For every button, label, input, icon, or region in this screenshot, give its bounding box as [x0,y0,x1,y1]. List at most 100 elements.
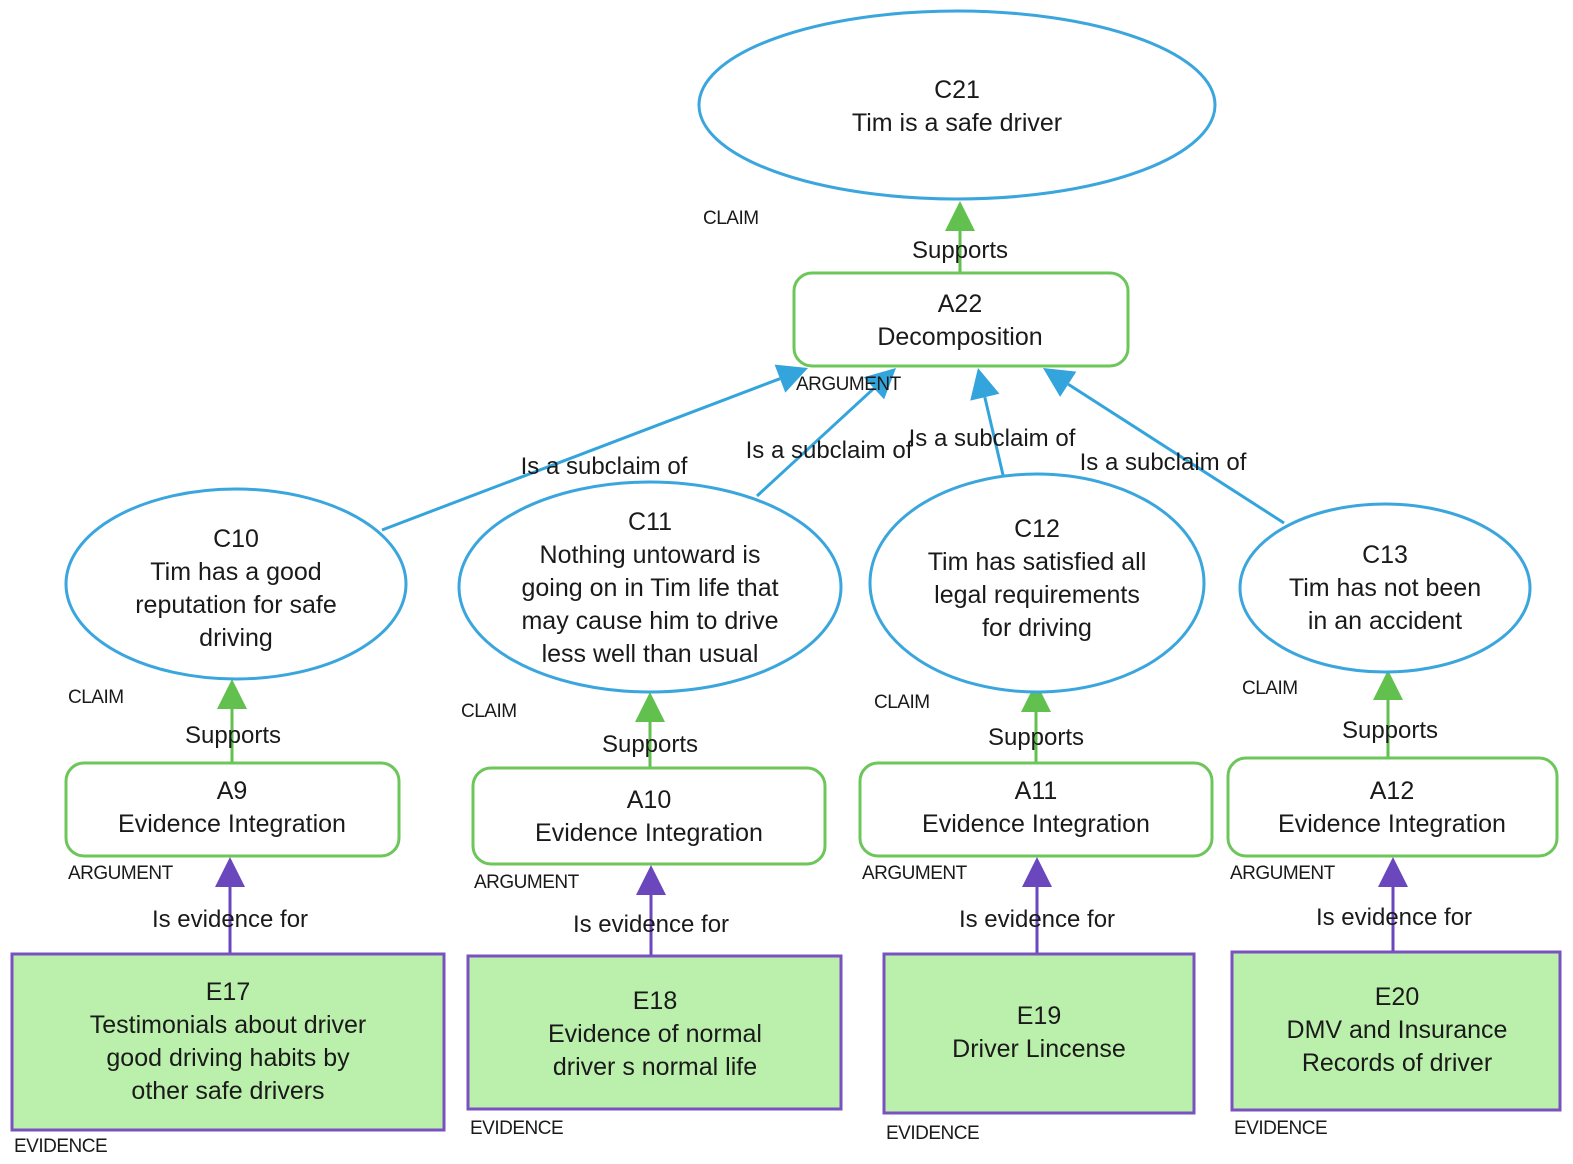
evidence-type-label: EVIDENCE [470,1118,563,1139]
node-description-line: good driving habits by [106,1044,350,1072]
edge-A10-C11[interactable] [635,692,665,768]
edge-label-supports: Supports [988,724,1084,751]
node-description-line: in an accident [1308,607,1462,635]
edge-line [1067,382,1285,525]
node-description-line: Tim has satisfied all [928,548,1147,576]
node-description-line: Records of driver [1302,1049,1492,1077]
claim-ellipse [868,472,1206,694]
edge-label-subclaim: Is a subclaim of [1080,449,1247,476]
node-description-line: Nothing untoward is [540,541,761,569]
node-id: C21 [934,76,980,104]
edge-A12-C13[interactable] [1373,670,1403,758]
edge-line [755,387,875,498]
edge-label-supports: Supports [912,237,1008,264]
node-description-line: may cause him to drive [521,607,778,635]
arrowhead-icon [970,368,1000,401]
arrowhead-icon [863,368,896,400]
arrowhead-icon [635,692,665,722]
edge-E17-A9[interactable] [215,857,245,954]
node-id: A22 [938,290,982,318]
edge-label-evidence-for: Is evidence for [573,911,729,938]
edge-E20-A12[interactable] [1378,857,1408,952]
claim-ellipse [697,9,1217,201]
edge-label-supports: Supports [185,722,281,749]
node-description-line: driving [199,624,273,652]
node-id: E18 [633,987,677,1015]
argument-box [64,761,401,858]
node-id: C10 [213,525,259,553]
edge-A9-C10[interactable] [217,679,247,763]
node-description-line: Tim is a safe driver [852,109,1062,137]
edge-label-evidence-for: Is evidence for [152,906,308,933]
node-id: A10 [627,786,671,814]
edge-C12-A22[interactable] [970,368,1005,476]
node-description-line: Evidence of normal [548,1020,762,1048]
node-id: A9 [217,777,248,805]
node-description-line: for driving [982,614,1092,642]
node-id: E17 [206,978,250,1006]
argument-type-label: ARGUMENT [68,863,174,884]
edge-E19-A11[interactable] [1022,857,1052,954]
claim-ellipse [64,487,408,681]
node-description-line: less well than usual [542,640,759,668]
node-id: A11 [1015,777,1058,805]
argument-box [471,766,827,866]
edge-A22-C21[interactable] [945,201,975,273]
claim-type-label: CLAIM [874,692,930,713]
edge-line [983,396,1005,476]
node-id: C11 [628,508,672,536]
node-description-line: Testimonials about driver [90,1011,367,1039]
evidence-box [466,954,843,1111]
node-description-line: other safe drivers [131,1077,324,1105]
argument-box [858,761,1214,858]
node-description-line: driver s normal life [553,1053,757,1081]
argument-type-label: ARGUMENT [796,374,902,395]
node-description-line: Evidence Integration [1278,810,1506,838]
argument-type-label: ARGUMENT [474,872,580,893]
arrowhead-icon [1022,857,1052,887]
node-description-line: Evidence Integration [118,810,346,838]
claim-type-label: CLAIM [68,687,124,708]
edge-C13-A22[interactable] [1043,368,1285,525]
node-description-line: Tim has not been [1289,574,1481,602]
node-description-line: Evidence Integration [922,810,1150,838]
arrowhead-icon [945,201,975,231]
evidence-type-label: EVIDENCE [1234,1118,1327,1139]
arrowhead-icon [217,679,247,709]
node-description-line: DMV and Insurance [1287,1016,1508,1044]
node-description-line: reputation for safe [135,591,337,619]
edge-E18-A10[interactable] [636,865,666,956]
edges-layer [215,201,1408,956]
node-id: C12 [1014,515,1060,543]
claim-ellipse [1238,502,1532,674]
node-id: E19 [1017,1002,1061,1030]
edge-label-evidence-for: Is evidence for [959,906,1115,933]
edge-A11-C12[interactable] [1021,682,1051,763]
evidence-type-label: EVIDENCE [14,1136,107,1157]
arrowhead-icon [1043,368,1077,397]
edge-C11-A22[interactable] [755,368,896,498]
arrowhead-icon [215,857,245,887]
edge-line [381,377,781,532]
node-id: A12 [1370,777,1414,805]
argument-type-label: ARGUMENT [862,863,968,884]
edge-C10-A22[interactable] [381,364,808,532]
claim-type-label: CLAIM [461,701,517,722]
